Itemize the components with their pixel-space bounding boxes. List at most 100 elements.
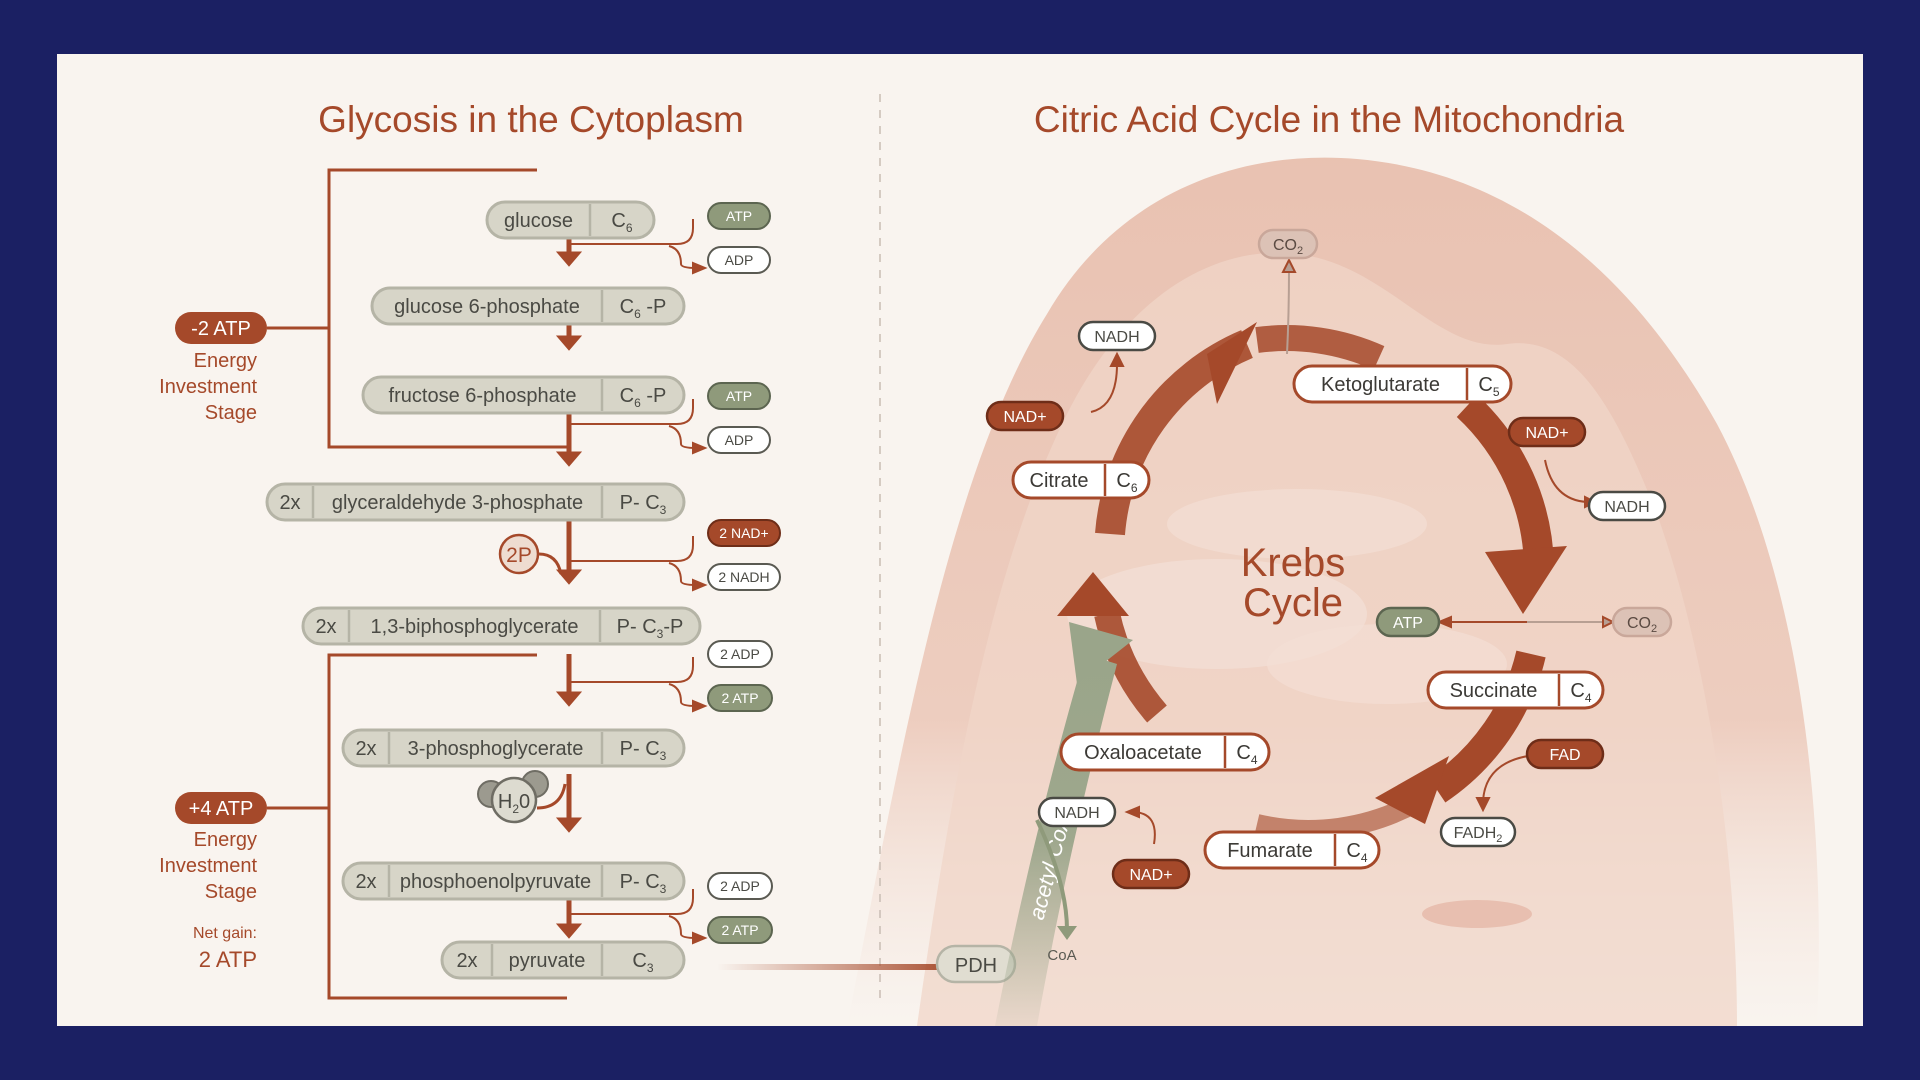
- payoff-label-3: Stage: [205, 881, 257, 903]
- svg-text:+4 ATP: +4 ATP: [189, 798, 254, 820]
- intermediate-formula: C4: [1236, 742, 1257, 767]
- cofactor-pill: 2 ADP: [707, 640, 773, 668]
- molecule-name: fructose 6-phosphate: [389, 385, 577, 407]
- svg-text:FADH2: FADH2: [1454, 825, 1503, 845]
- intermediate-name: Succinate: [1450, 680, 1538, 702]
- payoff-label-1: Energy: [194, 829, 257, 851]
- molecule-formula: P- C3: [620, 871, 667, 896]
- payoff-badge: +4 ATP: [175, 792, 267, 824]
- svg-text:2 ADP: 2 ADP: [720, 646, 760, 662]
- krebs-cofactor-pill: FADH2: [1439, 816, 1517, 848]
- svg-text:ADP: ADP: [725, 252, 754, 268]
- metabolism-diagram: Glycosis in the Cytoplasm Citric Acid Cy…: [159, 94, 1819, 1026]
- intermediate-name: Citrate: [1030, 470, 1089, 492]
- krebs-cofactor-pill: ATP: [1375, 606, 1441, 638]
- molecule-box: 2x 3-phosphoglycerate P- C3: [341, 728, 686, 768]
- molecule-formula: P- C3: [620, 492, 667, 517]
- svg-text:ATP: ATP: [726, 388, 752, 404]
- payoff-bracket: [327, 653, 567, 1000]
- glycolysis-title: Glycosis in the Cytoplasm: [318, 99, 744, 140]
- krebs-intermediate-box: Citrate C6: [1011, 460, 1151, 500]
- svg-text:CO2: CO2: [1273, 237, 1303, 257]
- svg-text:NADH: NADH: [1604, 499, 1649, 516]
- svg-text:2 ATP: 2 ATP: [721, 690, 758, 706]
- phosphate-input: 2P: [498, 533, 563, 575]
- investment-label-3: Stage: [205, 402, 257, 424]
- krebs-cofactor-pill: NADH: [1077, 320, 1157, 352]
- investment-label-1: Energy: [194, 350, 257, 372]
- krebs-cofactor-pill: CO2: [1611, 606, 1673, 638]
- krebs-center-label-1: Krebs: [1241, 541, 1346, 585]
- diagram-panel: Glycosis in the Cytoplasm Citric Acid Cy…: [57, 54, 1863, 1026]
- molecule-formula: C6 -P: [620, 296, 667, 321]
- svg-text:CO2: CO2: [1627, 615, 1657, 635]
- svg-text:NADH: NADH: [1054, 805, 1099, 822]
- molecule-box: 2x pyruvate C3: [440, 940, 686, 980]
- svg-text:2 NAD+: 2 NAD+: [719, 525, 768, 541]
- svg-text:NAD+: NAD+: [1003, 409, 1046, 426]
- svg-text:NAD+: NAD+: [1525, 425, 1568, 442]
- molecule-name: pyruvate: [509, 950, 586, 972]
- cofactor-pill: ATP: [707, 202, 771, 230]
- molecule-formula: P- C3-P: [617, 616, 684, 641]
- molecule-name: 1,3-biphosphoglycerate: [371, 616, 579, 638]
- svg-text:FAD: FAD: [1549, 747, 1580, 764]
- svg-text:PDH: PDH: [955, 955, 997, 977]
- molecule-count: 2x: [355, 738, 376, 760]
- investment-bracket: [327, 168, 567, 449]
- molecule-count: 2x: [456, 950, 477, 972]
- svg-text:2 ADP: 2 ADP: [720, 878, 760, 894]
- cofactor-pill: ADP: [707, 426, 771, 454]
- svg-text:H20: H20: [498, 791, 530, 816]
- cofactor-pill: ATP: [707, 382, 771, 410]
- intermediate-name: Oxaloacetate: [1084, 742, 1202, 764]
- krebs-cofactor-pill: FAD: [1525, 738, 1605, 770]
- intermediate-formula: C4: [1346, 840, 1367, 865]
- krebs-cofactor-pill: NAD+: [1111, 858, 1191, 890]
- molecule-formula: P- C3: [620, 738, 667, 763]
- krebs-ring-arrowheads: [1057, 322, 1567, 824]
- water-output: H20: [477, 770, 567, 824]
- svg-text:2P: 2P: [506, 544, 532, 567]
- molecule-count: 2x: [279, 492, 300, 514]
- side-branch-connectors: [569, 219, 708, 945]
- krebs-cofactor-pill: NADH: [1037, 796, 1117, 828]
- cofactor-pill: 2 ATP: [707, 916, 773, 944]
- krebs-title: Citric Acid Cycle in the Mitochondria: [1034, 99, 1625, 140]
- svg-text:ADP: ADP: [725, 432, 754, 448]
- krebs-cofactor-pill: NADH: [1587, 490, 1667, 522]
- glycolysis-side-pills: ATP ADP ATP ADP 2 NAD+ 2 NADH 2 ADP 2 ATP 2 ADP 2…: [707, 202, 781, 944]
- glycolysis-arrows: [555, 238, 583, 939]
- svg-text:2 NADH: 2 NADH: [718, 569, 769, 585]
- intermediate-formula: C5: [1478, 374, 1499, 399]
- krebs-center-label-2: Cycle: [1243, 581, 1343, 625]
- molecule-name: 3-phosphoglycerate: [408, 738, 584, 760]
- molecule-formula: C6: [611, 210, 632, 235]
- molecule-name: phosphoenolpyruvate: [400, 871, 591, 893]
- krebs-cofactor-pill: NAD+: [1507, 416, 1587, 448]
- molecule-name: glyceraldehyde 3-phosphate: [332, 492, 583, 514]
- investment-badge: -2 ATP: [175, 312, 267, 344]
- svg-text:ATP: ATP: [726, 208, 752, 224]
- krebs-cofactor-pill: NAD+: [985, 400, 1065, 432]
- svg-text:CoA: CoA: [1047, 947, 1076, 964]
- intermediate-formula: C6: [1116, 470, 1137, 495]
- krebs-intermediate-box: Succinate C4: [1426, 670, 1605, 710]
- cofactor-pill: 2 ADP: [707, 872, 773, 900]
- krebs-intermediate-box: Oxaloacetate C4: [1059, 732, 1271, 772]
- cofactor-pill: 2 NAD+: [707, 519, 781, 547]
- molecule-count: 2x: [355, 871, 376, 893]
- molecule-formula: C3: [632, 950, 653, 975]
- molecule-box: 2x phosphoenolpyruvate P- C3: [341, 861, 686, 901]
- intermediate-formula: C4: [1570, 680, 1591, 705]
- pdh-enzyme: PDH: [935, 944, 1017, 984]
